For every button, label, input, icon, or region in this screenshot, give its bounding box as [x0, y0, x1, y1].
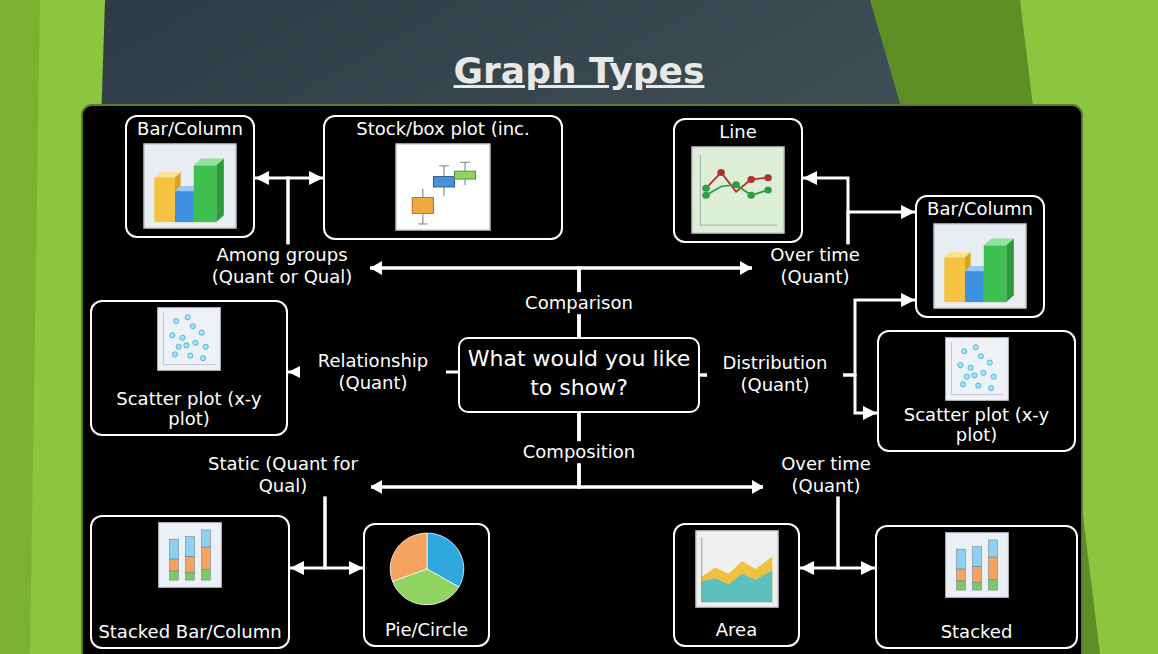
- chart-type-box: Stacked: [875, 525, 1078, 649]
- chart-type-name: Scatter plot (x-y plot): [98, 389, 280, 430]
- panel: [82, 105, 1082, 654]
- chart-type-box: Scatter plot (x-y plot): [877, 330, 1076, 452]
- branch-label: Distribution (Quant): [707, 352, 843, 395]
- chart-type-box: Area: [673, 523, 800, 647]
- chart-type-name: Area: [716, 620, 757, 641]
- chart-icon: [143, 143, 237, 229]
- branch-label: Over time (Quant): [752, 244, 878, 287]
- chart-icon: [157, 307, 221, 371]
- chart-icon: [158, 522, 222, 588]
- chart-type-name: Bar/Column: [927, 199, 1033, 220]
- branch-label: Comparison: [522, 292, 636, 314]
- branch-label: Composition: [520, 441, 638, 463]
- chart-type-box: Scatter plot (x-y plot): [90, 300, 288, 436]
- chart-type-box: Stock/box plot (inc.: [323, 115, 563, 240]
- chart-icon: [395, 143, 491, 231]
- chart-icon: [945, 337, 1009, 401]
- branch-label: Over time (Quant): [763, 453, 889, 496]
- chart-icon: [945, 532, 1009, 598]
- chart-icon: [695, 530, 779, 608]
- chart-icon: [387, 530, 467, 608]
- chart-type-name: Scatter plot (x-y plot): [885, 405, 1068, 446]
- chart-type-name: Stacked: [941, 622, 1013, 643]
- edge-label: Relationship (Quant): [300, 350, 446, 393]
- slide-title: Graph Types: [0, 50, 1158, 91]
- chart-type-box: Bar/Column: [125, 115, 255, 238]
- chart-type-box: Stacked Bar/Column: [90, 515, 290, 649]
- question-text: What would you like to show?: [466, 345, 692, 402]
- chart-type-box: Line: [673, 118, 803, 243]
- chart-type-name: Stacked Bar/Column: [98, 622, 281, 643]
- green-stripe: [0, 0, 40, 654]
- chart-icon: [691, 146, 785, 234]
- question-box: What would you like to show?: [458, 337, 700, 413]
- chart-type-name: Pie/Circle: [385, 620, 468, 641]
- chart-type-name: Bar/Column: [137, 119, 243, 140]
- chart-icon: [933, 223, 1027, 309]
- branch-label: Static (Quant for Qual): [195, 453, 371, 496]
- chart-type-name: Stock/box plot (inc.: [356, 119, 529, 140]
- chart-type-box: Pie/Circle: [363, 523, 490, 647]
- chart-type-name: Line: [719, 122, 757, 143]
- branch-label: Among groups (Quant or Qual): [194, 244, 370, 287]
- chart-type-box: Bar/Column: [915, 195, 1045, 318]
